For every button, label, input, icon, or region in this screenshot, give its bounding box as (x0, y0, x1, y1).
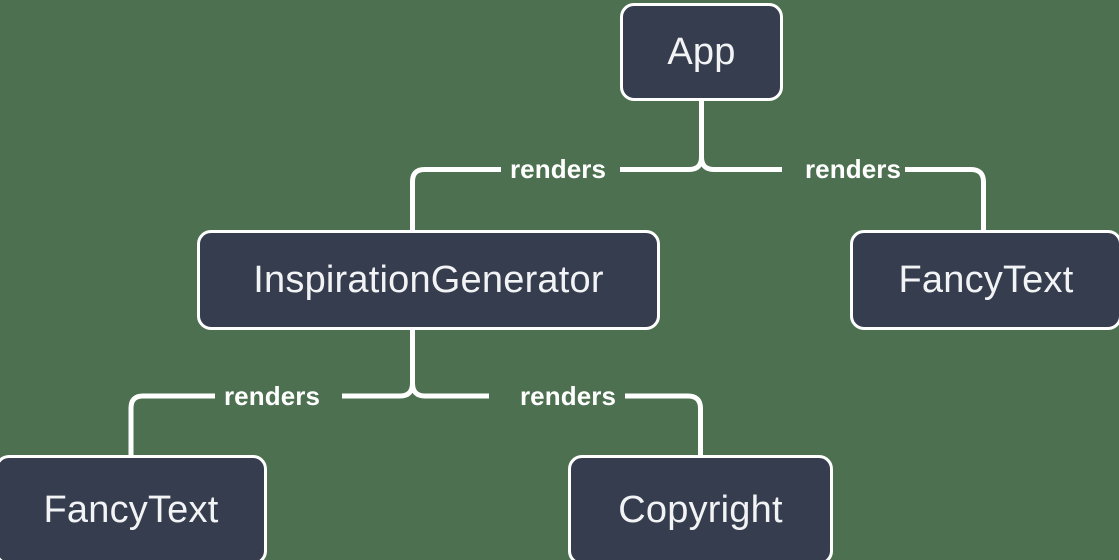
node-inspiration-generator[interactable]: InspirationGenerator (197, 230, 660, 330)
edge-inspiration-copyright-elbow (687, 393, 703, 456)
edge-label-app-to-fancytext: renders (804, 154, 902, 184)
node-app[interactable]: App (620, 3, 783, 101)
edge-app-junction-left (620, 156, 704, 172)
node-fancytext-right-label: FancyText (898, 259, 1074, 301)
node-fancytext-right[interactable]: FancyText (850, 230, 1119, 330)
node-copyright-label: Copyright (618, 489, 783, 531)
node-app-label: App (667, 31, 736, 73)
edge-label-inspiration-generator-to-fancytext: renders (223, 381, 321, 411)
edge-app-junction-right (699, 156, 782, 172)
node-inspiration-generator-label: InspirationGenerator (253, 259, 604, 301)
edge-inspiration-junction-right (410, 382, 489, 399)
edge-label-app-to-inspiration-generator: renders (509, 154, 607, 184)
edge-label-inspiration-generator-to-copyright: renders (519, 381, 617, 411)
node-fancytext-left[interactable]: FancyText (0, 455, 267, 560)
edge-inspiration-fancytext-elbow (128, 393, 144, 456)
edge-app-fancytext-elbow (970, 167, 986, 230)
edge-inspiration-junction-left (342, 382, 415, 399)
edge-app-inspiration-elbow (410, 167, 425, 230)
node-copyright[interactable]: Copyright (568, 455, 833, 560)
node-fancytext-left-label: FancyText (43, 489, 219, 531)
